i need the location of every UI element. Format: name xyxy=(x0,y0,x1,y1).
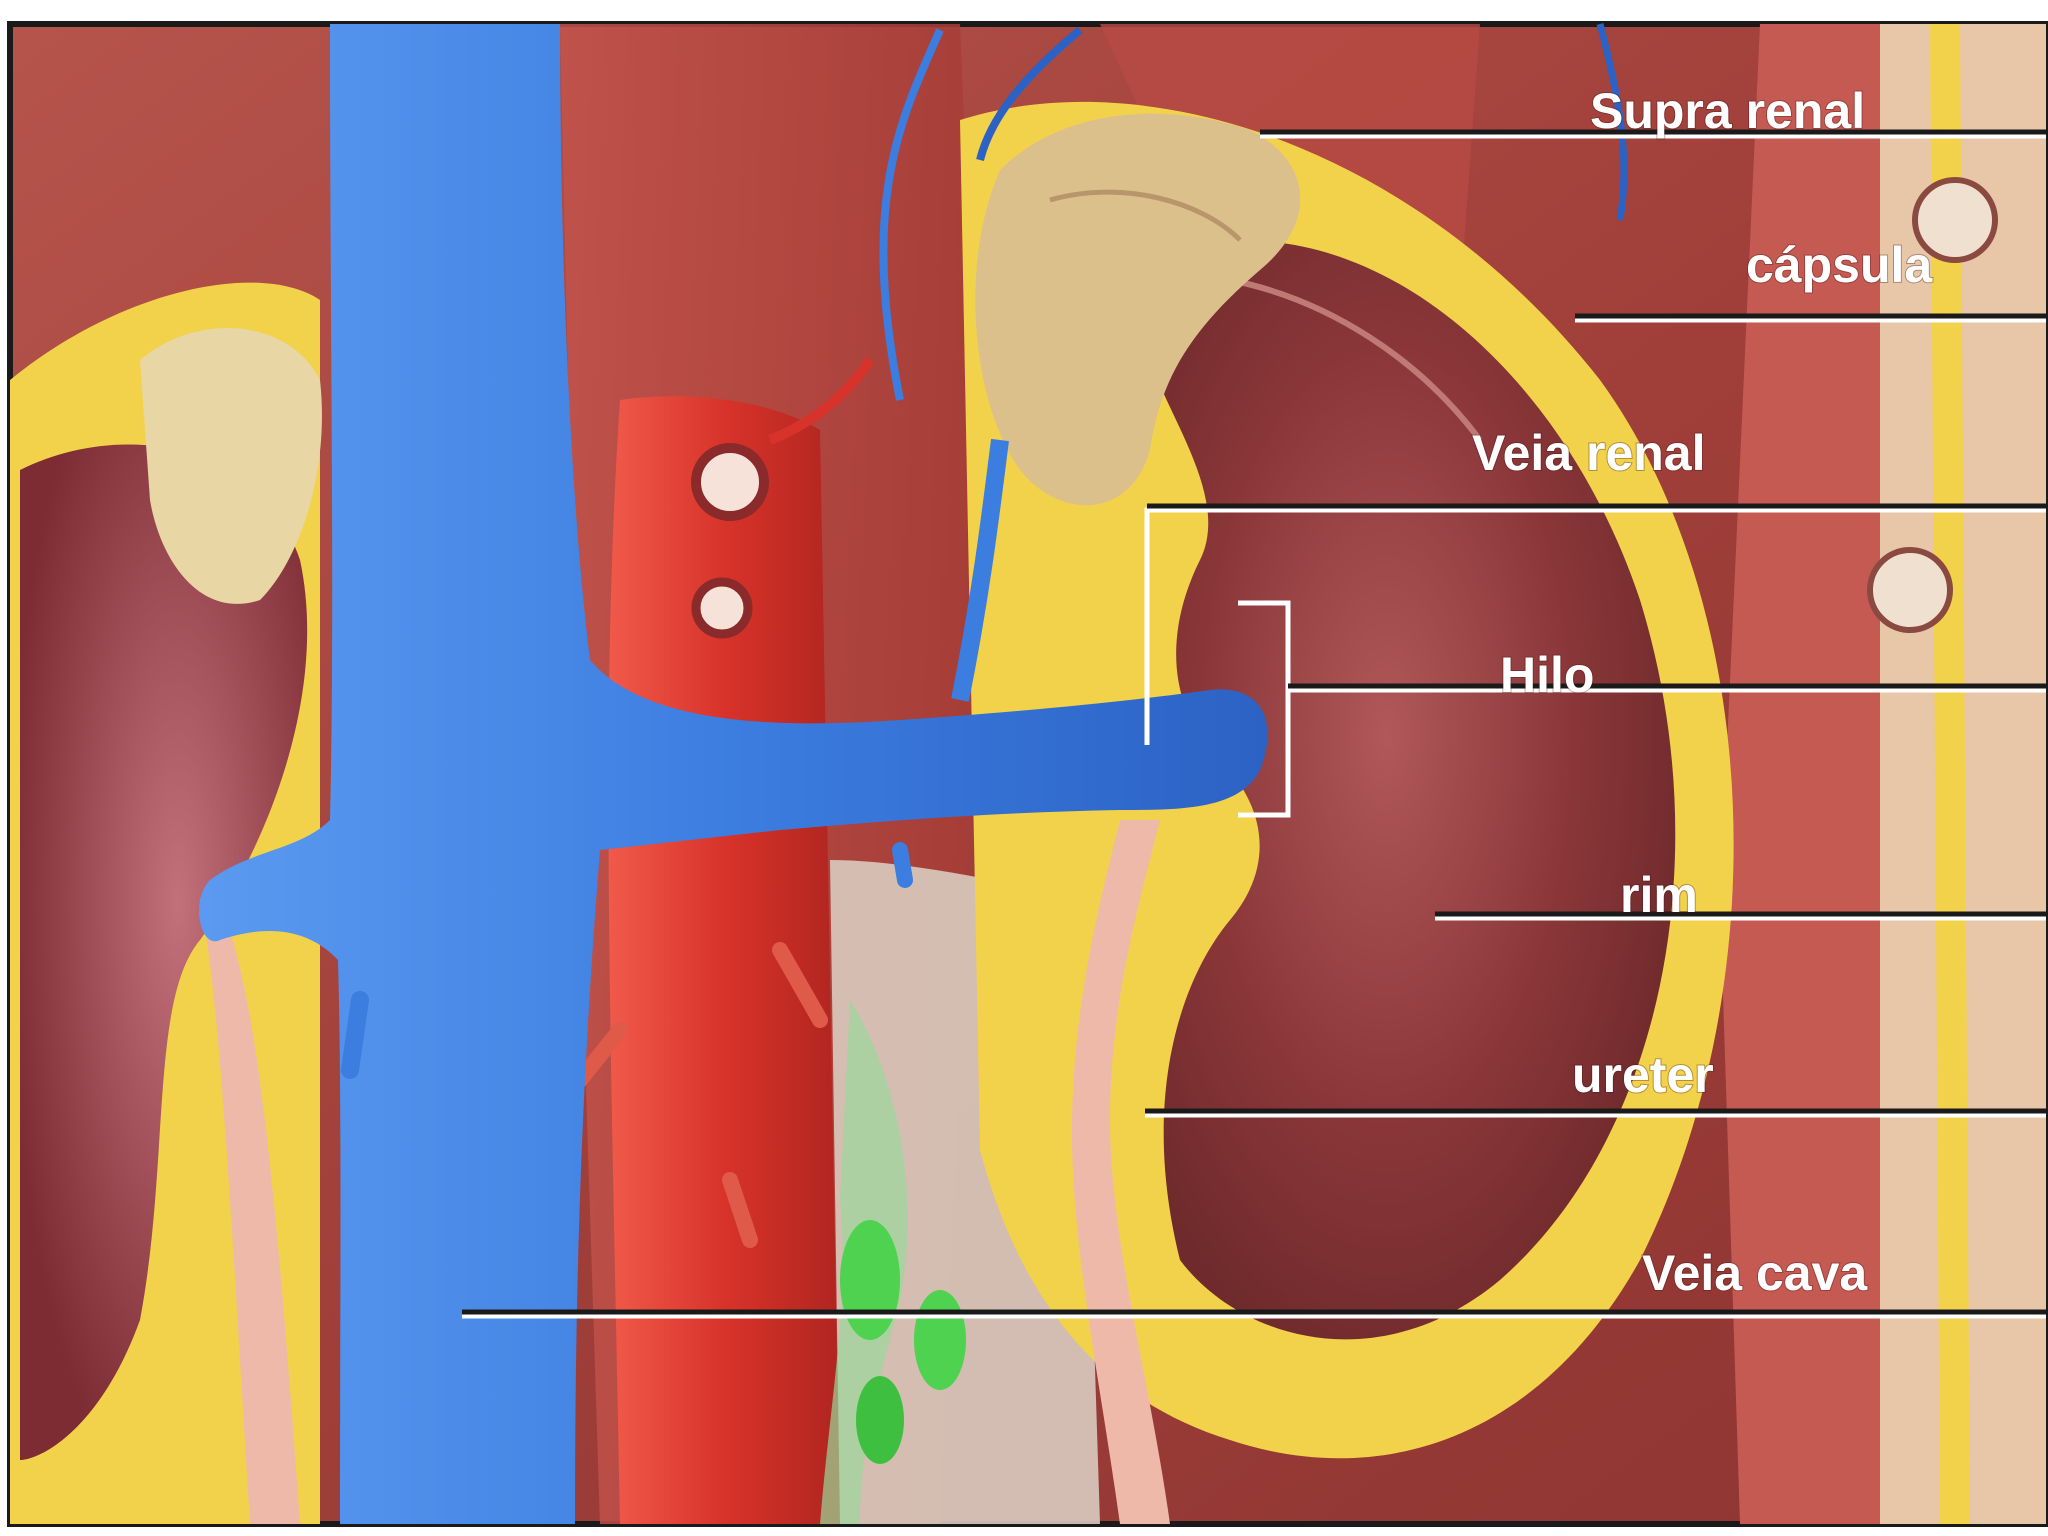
hilo-bracket xyxy=(1238,600,1291,818)
label-capsula: cápsula xyxy=(1746,237,1933,293)
renal-capsule-edge xyxy=(1229,277,1483,442)
label-rim: rim xyxy=(1620,867,1698,923)
lymph-node-3 xyxy=(856,1376,904,1464)
aorta-branch-cut-lower xyxy=(691,577,753,639)
label-veia-renal: Veia renal xyxy=(1472,425,1706,481)
aorta xyxy=(608,396,840,1524)
wall-fat-strip xyxy=(1930,24,1970,1524)
abdominal-wall-muscle xyxy=(1720,24,1900,1524)
adrenal-gland xyxy=(975,113,1301,506)
phrenic-vein xyxy=(976,26,1083,161)
left-adrenal-gland xyxy=(140,327,322,604)
renal-artery-branch xyxy=(768,357,875,445)
vena-cava-and-renal-vein xyxy=(199,24,1268,1524)
rib-section-upper xyxy=(1912,177,1998,263)
right-kidney xyxy=(1150,240,1676,1340)
small-vein-stub xyxy=(892,842,913,888)
left-ureter xyxy=(200,880,300,1524)
lumbar-vein xyxy=(341,991,369,1079)
leader-line-shadows xyxy=(462,129,2046,1315)
gonadal-vein-thin xyxy=(879,28,944,401)
aorta-branch-cut-upper xyxy=(691,443,769,521)
adrenal-texture xyxy=(1049,189,1242,242)
leader-veia-renal xyxy=(1144,507,2046,745)
label-hilo: Hilo xyxy=(1500,647,1594,703)
leader-lines xyxy=(462,133,2046,1319)
rib-section-lower xyxy=(1867,547,1953,633)
wall-vein xyxy=(1596,23,1628,221)
lymph-node-2 xyxy=(914,1290,966,1390)
lumbar-artery-right xyxy=(772,942,828,1028)
adrenal-vein xyxy=(951,438,1009,702)
lumbar-artery-left xyxy=(572,1022,628,1088)
left-kidney xyxy=(20,444,308,1460)
label-supra-renal: Supra renal xyxy=(1590,83,1865,139)
lumbar-artery-lower xyxy=(722,1172,758,1248)
label-ureter: ureter xyxy=(1572,1047,1714,1103)
label-veia-cava: Veia cava xyxy=(1642,1245,1868,1301)
lymph-node-1 xyxy=(840,1220,900,1340)
right-ureter xyxy=(1071,820,1170,1524)
